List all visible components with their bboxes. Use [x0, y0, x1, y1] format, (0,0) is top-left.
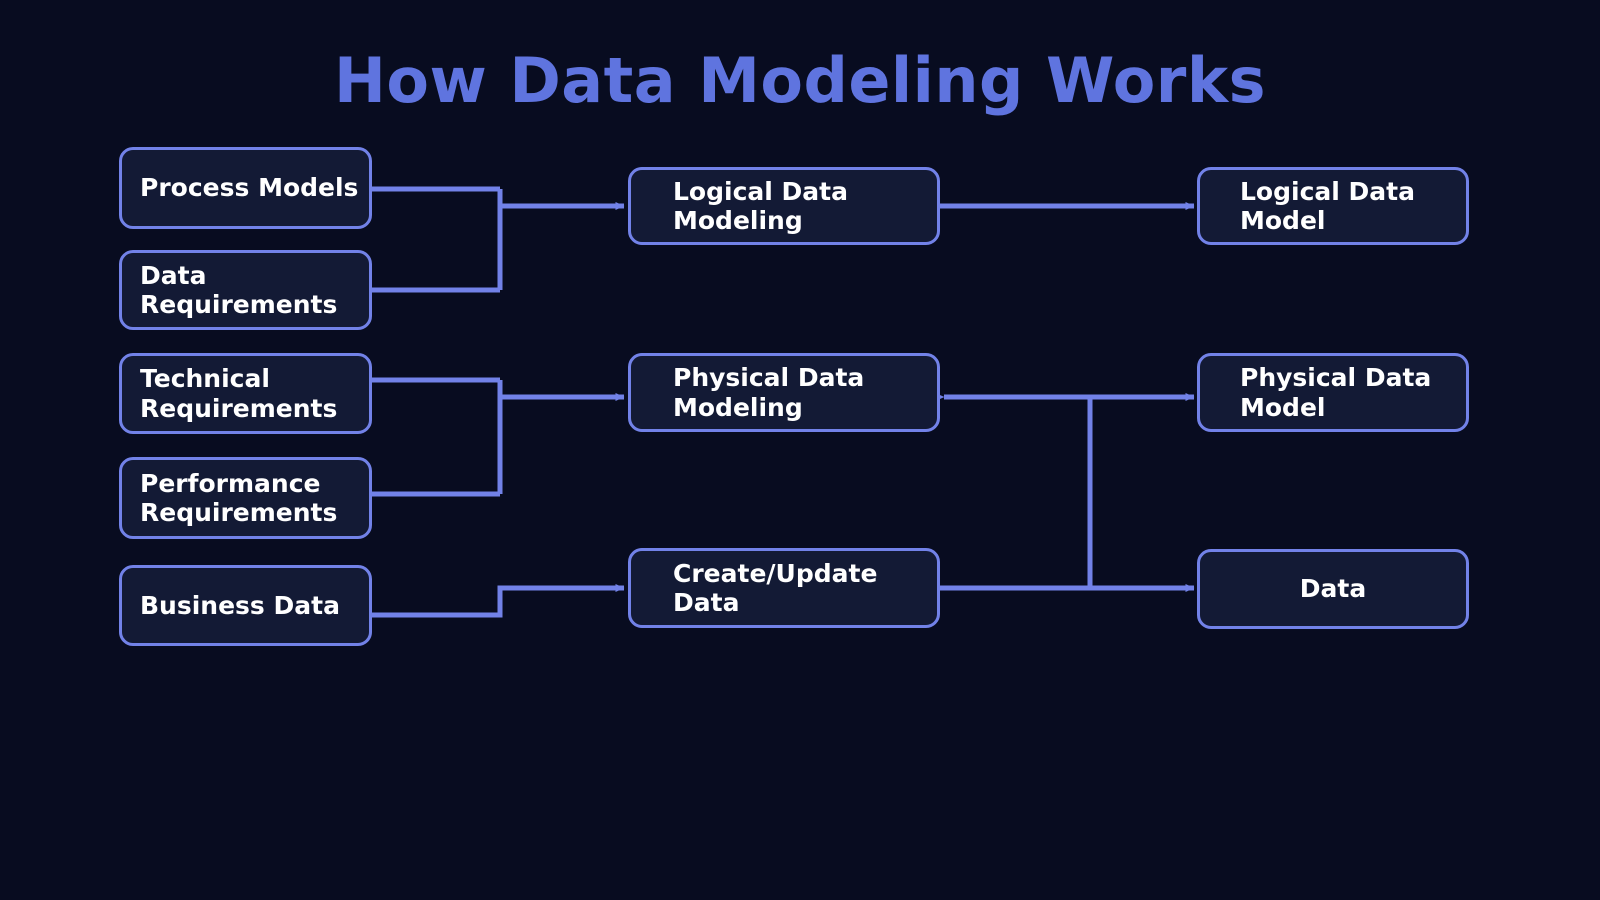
node-label: Business Data [140, 590, 340, 620]
node-label: Physical Data Model [1240, 363, 1432, 422]
node-label: Performance Requirements [140, 468, 338, 528]
node-label: Process Models [140, 173, 359, 203]
node-label: Create/Update Data [673, 558, 878, 618]
node-label: Logical Data Model [1240, 176, 1415, 236]
node-logical-data-modeling[interactable]: Logical Data Modeling [628, 167, 940, 245]
node-physical-data-modeling[interactable]: Physical Data Modeling [628, 353, 940, 432]
node-business-data[interactable]: Business Data [119, 565, 372, 646]
node-label: Data Requirements [140, 260, 338, 320]
node-data[interactable]: Data [1197, 549, 1469, 629]
node-logical-data-model[interactable]: Logical Data Model [1197, 167, 1469, 245]
edge-business-data-to-create-update-data [372, 584, 625, 618]
node-label: Logical Data Modeling [673, 176, 848, 236]
node-label: Technical Requirements [140, 364, 338, 423]
node-create-update-data[interactable]: Create/Update Data [628, 548, 940, 628]
node-label: Physical Data Modeling [673, 363, 865, 422]
node-data-requirements[interactable]: Data Requirements [119, 250, 372, 330]
node-technical-requirements[interactable]: Technical Requirements [119, 353, 372, 434]
node-performance-requirements[interactable]: Performance Requirements [119, 457, 372, 539]
node-label: Data [1299, 574, 1367, 604]
page-title: How Data Modeling Works [333, 44, 1267, 117]
node-physical-data-model[interactable]: Physical Data Model [1197, 353, 1469, 432]
node-process-models[interactable]: Process Models [119, 147, 372, 229]
